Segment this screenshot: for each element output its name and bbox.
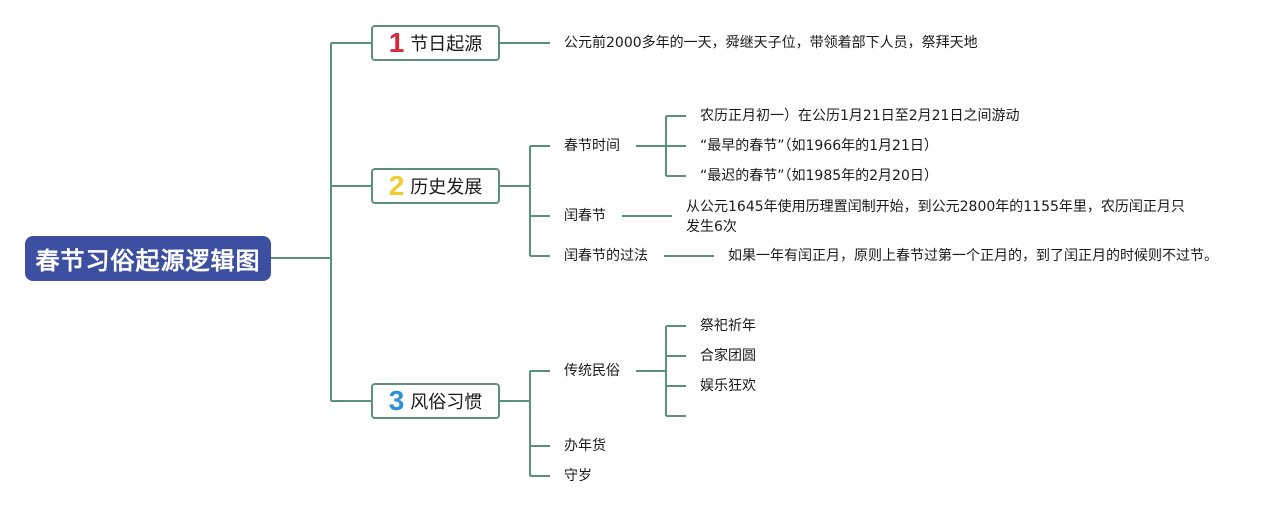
node-earliest[interactable]: “最早的春节”（如1966年的1月21日） (700, 138, 938, 154)
branch-2-title: 历史发展 (410, 177, 483, 198)
node-leap-festival-detail[interactable]: 从公元1645年使用历理置闰制开始，到公元2800年的1155年里，农历闰正月只… (686, 199, 1185, 235)
node-traditional-customs[interactable]: 传统民俗 (564, 363, 620, 379)
node-shousui[interactable]: 守岁 (564, 468, 592, 484)
node-latest[interactable]: “最迟的春节”（如1985年的2月20日） (700, 168, 938, 184)
node-spring-festival-time[interactable]: 春节时间 (564, 138, 620, 154)
number-3-icon: 3 (388, 385, 405, 416)
number-2-icon: 2 (388, 170, 405, 201)
node-time-range[interactable]: 农历正月初一）在公历1月21日至2月21日之间游动 (700, 108, 1020, 124)
node-leap-celebration[interactable]: 闰春节的过法 (564, 248, 648, 264)
branch-1[interactable]: 1 节日起源 (371, 25, 500, 61)
branch-2[interactable]: 2 历史发展 (371, 168, 500, 204)
node-custom-1[interactable]: 祭祀祈年 (700, 318, 756, 334)
node-custom-2[interactable]: 合家团圆 (700, 348, 756, 364)
root-title: 春节习俗起源逻辑图 (35, 247, 261, 275)
branch-3[interactable]: 3 风俗习惯 (371, 383, 500, 419)
node-custom-3[interactable]: 娱乐狂欢 (700, 378, 756, 394)
branch-1-title: 节日起源 (410, 34, 483, 55)
root-topic[interactable]: 春节习俗起源逻辑图 (25, 236, 271, 281)
number-1-icon: 1 (388, 27, 405, 58)
node-new-year-goods[interactable]: 办年货 (564, 438, 606, 454)
branch-1-detail[interactable]: 公元前2000多年的一天，舜继天子位，带领着部下人员，祭拜天地 (564, 35, 978, 51)
node-leap-celebration-detail[interactable]: 如果一年有闰正月，原则上春节过第一个正月的，到了闰正月的时候则不过节。 (728, 248, 1218, 264)
branch-3-title: 风俗习惯 (410, 392, 483, 413)
node-leap-festival[interactable]: 闰春节 (564, 208, 606, 224)
